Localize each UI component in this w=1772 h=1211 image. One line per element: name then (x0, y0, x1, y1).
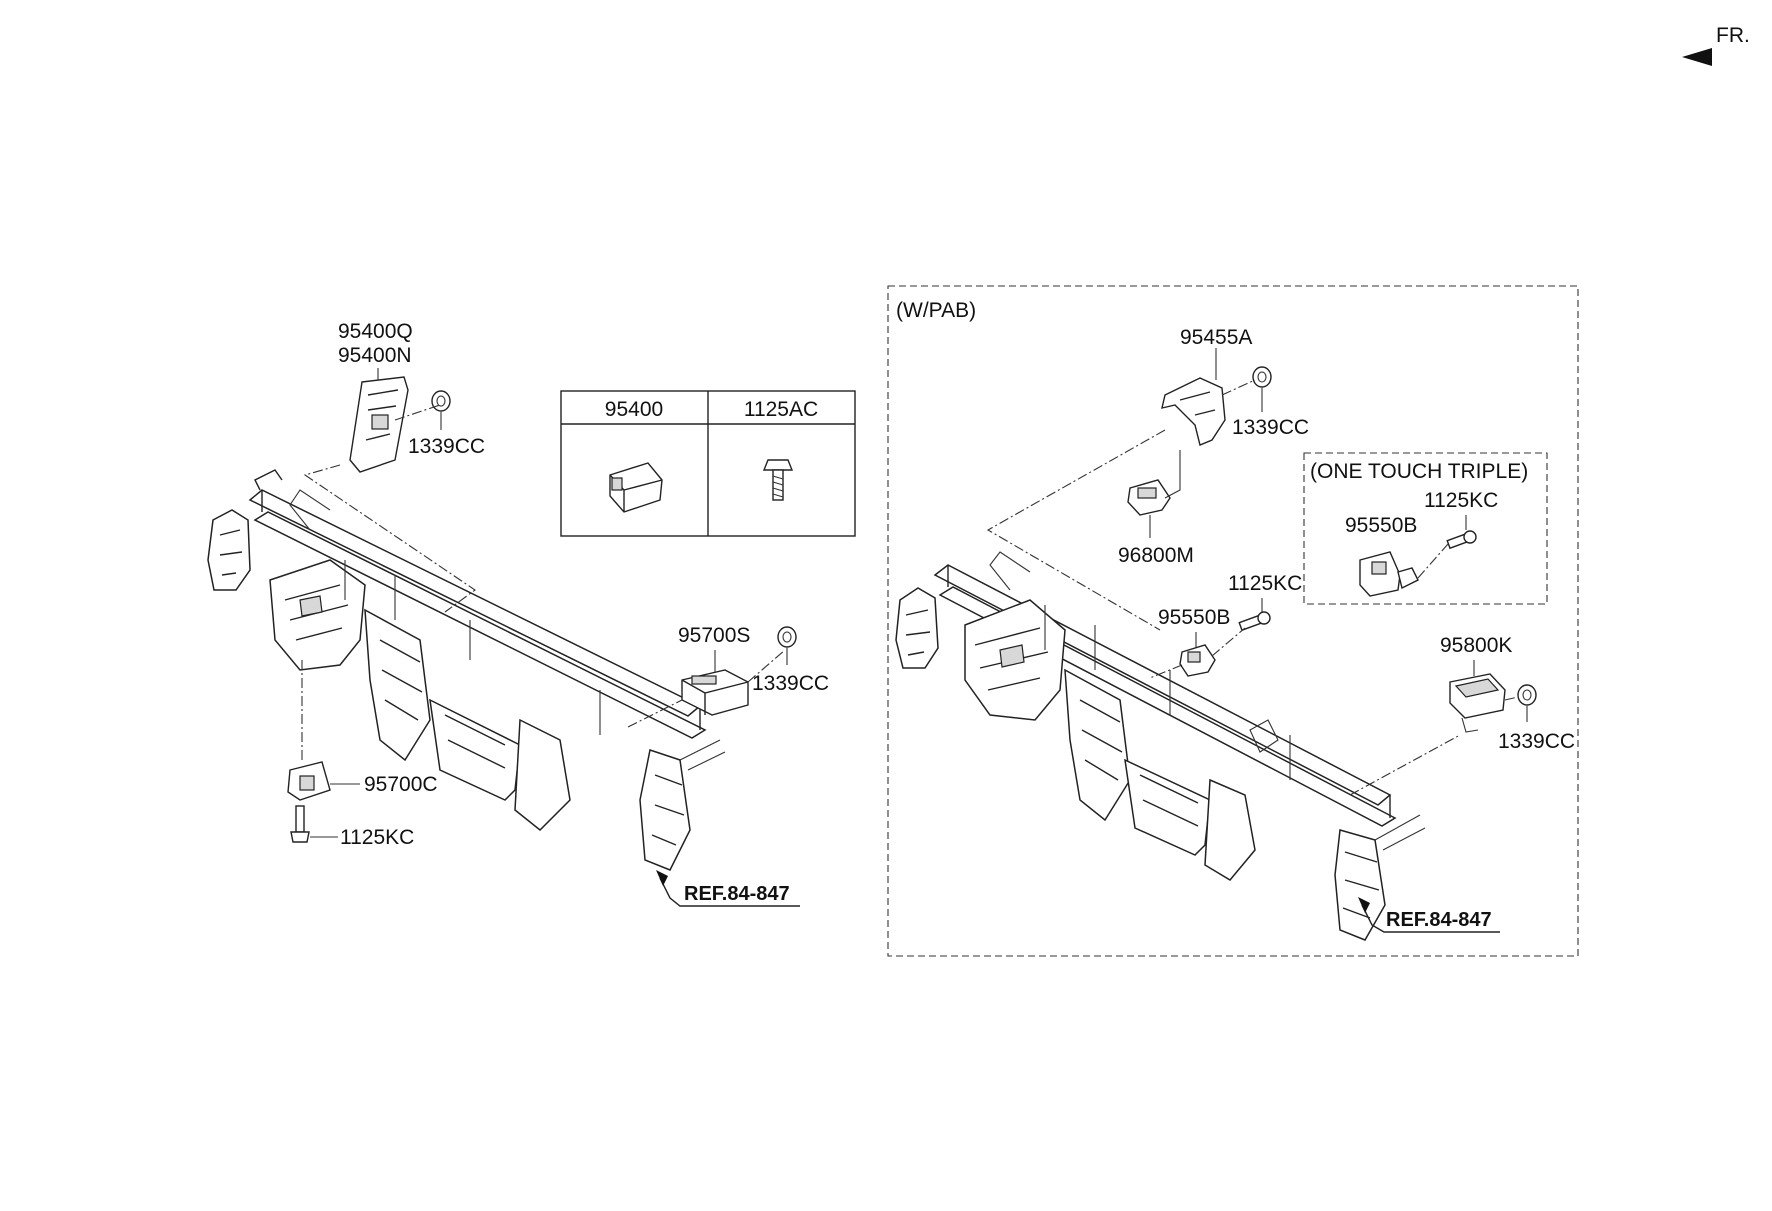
wpab-frame (887, 285, 1579, 957)
label-96800m: 96800M (1118, 544, 1194, 567)
part-95700s-unit-icon (681, 669, 749, 716)
label-1339cc-wpab: 1339CC (1232, 416, 1309, 439)
nut-1339cc-icon (431, 390, 451, 412)
bolt-1125kc-icon (290, 805, 310, 843)
label-95550b-onetouch: 95550B (1345, 514, 1417, 537)
ref-label-left: REF.84-847 (684, 883, 790, 905)
label-1125kc-left: 1125KC (340, 826, 414, 849)
part-95700c-bracket-icon (287, 761, 331, 801)
label-95455a: 95455A (1180, 326, 1252, 349)
part-95400-module-icon (349, 376, 409, 473)
label-95400q: 95400Q (338, 320, 413, 343)
fr-label: FR. (1716, 24, 1750, 47)
label-1339cc-top: 1339CC (408, 435, 485, 458)
bolt-1125ac-icon (762, 459, 794, 501)
label-1125kc-onetouch: 1125KC (1424, 489, 1498, 512)
crossmember-right-icon (895, 551, 1426, 941)
bolt-1125kc-wpab-icon (1238, 611, 1271, 632)
one-touch-triple-box: (ONE TOUCH TRIPLE) 1125KC 95550B (1303, 452, 1548, 605)
module-95550b-onetouch-icon (1359, 551, 1419, 597)
module-95550b-wpab-icon (1179, 644, 1216, 677)
parts-table: 95400 1125AC (560, 390, 856, 537)
label-1339cc-95800k: 1339CC (1498, 730, 1575, 753)
left-assembly: 95400Q 95400N 1339CC 95400 1125AC (207, 320, 856, 907)
wpab-assembly: (W/PAB) 9545 (887, 285, 1579, 957)
nut-1339cc-95800k-icon (1517, 684, 1537, 706)
sensor-96800m-icon (1127, 479, 1171, 516)
front-direction-indicator: FR. (1682, 24, 1750, 66)
bolt-1125kc-onetouch-icon (1446, 530, 1477, 550)
bracket-95455a-icon (1161, 377, 1226, 446)
module-95800k-icon (1449, 673, 1506, 733)
module-95400-icon (609, 462, 663, 513)
table-col-95400: 95400 (605, 398, 663, 421)
label-95550b-wpab: 95550B (1158, 606, 1230, 629)
label-95700c: 95700C (364, 773, 438, 796)
wpab-title: (W/PAB) (896, 299, 976, 322)
label-1125kc-wpab: 1125KC (1228, 572, 1302, 595)
nut-1339cc-mid-icon (777, 626, 797, 648)
front-arrow-icon (1682, 48, 1712, 66)
label-95700s: 95700S (678, 624, 750, 647)
label-1339cc-mid: 1339CC (752, 672, 829, 695)
crossmember-left-icon (207, 469, 726, 871)
ref-label-right: REF.84-847 (1386, 909, 1492, 931)
nut-1339cc-wpab-icon (1252, 366, 1272, 388)
label-95800k: 95800K (1440, 634, 1512, 657)
table-col-1125ac: 1125AC (744, 398, 818, 421)
one-touch-title: (ONE TOUCH TRIPLE) (1310, 460, 1528, 483)
label-95400n: 95400N (338, 344, 412, 367)
